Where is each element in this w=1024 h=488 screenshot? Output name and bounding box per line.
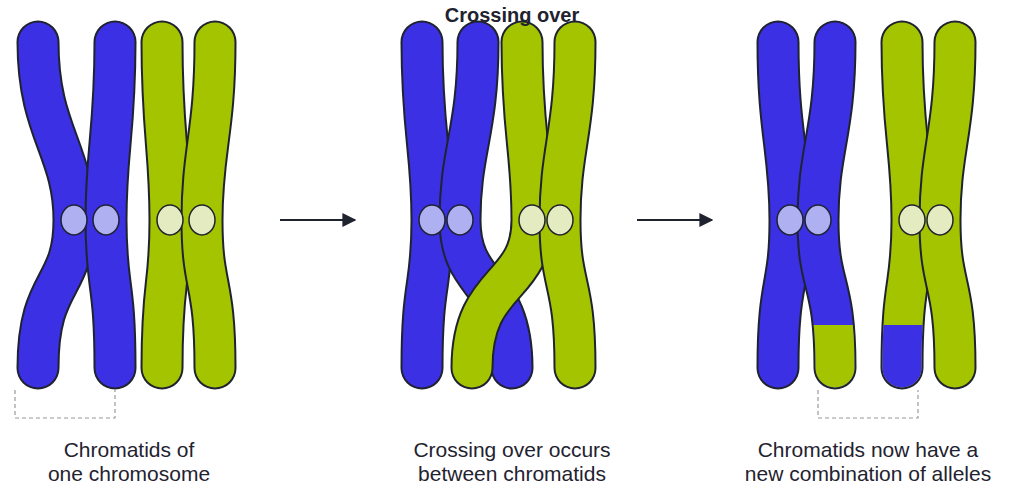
step-arrow	[280, 219, 355, 221]
centromere	[519, 205, 545, 235]
centromere	[157, 205, 183, 235]
chromatid-segment	[818, 325, 835, 368]
bracket	[15, 390, 115, 418]
chromatid-body	[38, 42, 74, 368]
stage-caption: Chromatids now have a new combination of…	[718, 438, 1018, 486]
chromatid	[472, 42, 532, 368]
chromatid-segment	[902, 325, 912, 368]
chromatid	[38, 42, 74, 368]
bracket	[818, 390, 918, 418]
exchanged-segment	[818, 325, 835, 368]
chromatid-body	[472, 42, 532, 368]
stage-caption: Chromatids of one chromosome	[4, 438, 254, 486]
chromatid-outline	[38, 42, 74, 368]
centromere	[61, 205, 87, 235]
centromere	[547, 205, 573, 235]
chromatid-outline	[472, 42, 532, 368]
centromere	[93, 205, 119, 235]
centromere	[927, 205, 953, 235]
centromere	[189, 205, 215, 235]
exchanged-segment	[902, 325, 912, 368]
step-arrow	[637, 219, 712, 221]
centromere	[419, 205, 445, 235]
centromere	[805, 205, 831, 235]
centromere	[777, 205, 803, 235]
centromere	[447, 205, 473, 235]
stage-caption: Crossing over occurs between chromatids	[377, 438, 647, 486]
diagram-title: Crossing over	[362, 3, 662, 27]
centromere	[899, 205, 925, 235]
